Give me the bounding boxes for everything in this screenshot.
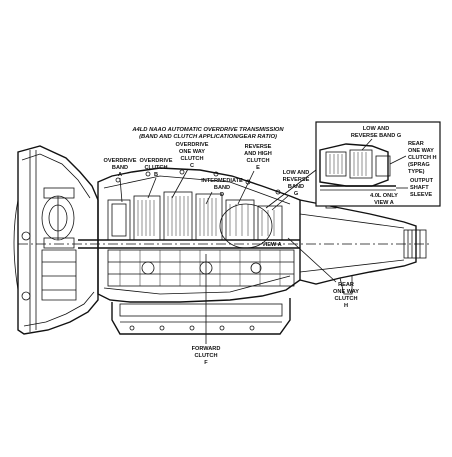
diagram-subtitle: (BAND AND CLUTCH APPLICATION/GEAR RATIO) — [139, 134, 277, 140]
svg-text:SLEEVE: SLEEVE — [410, 192, 432, 198]
svg-text:REVERSE: REVERSE — [283, 177, 310, 183]
view-a-inset: LOW AND REVERSE BAND G REAR ONE WAY CLUT… — [315, 121, 441, 207]
view-a-callout: VIEW A — [219, 169, 317, 249]
svg-text:SHAFT: SHAFT — [410, 185, 429, 191]
svg-text:C: C — [190, 163, 194, 169]
svg-text:F: F — [204, 360, 208, 366]
label-intermediate-band: INTERMEDIATE BAND D — [201, 178, 243, 205]
bell-housing — [13, 145, 99, 335]
label-overdrive-clutch: OVERDRIVE CLUTCH B — [140, 158, 173, 199]
diagram-title: A4LD NAAO AUTOMATIC OVERDRIVE TRANSMISSI… — [131, 127, 284, 133]
label-low-reverse-band: LOW AND REVERSE BAND G — [271, 170, 310, 211]
label-reverse-high-clutch: REVERSE AND HIGH CLUTCH E — [237, 144, 272, 205]
svg-text:TYPE): TYPE) — [408, 169, 425, 175]
svg-text:BAND: BAND — [214, 185, 230, 191]
svg-text:D: D — [220, 192, 224, 198]
svg-text:CLUTCH H: CLUTCH H — [408, 155, 437, 161]
svg-text:CLUTCH: CLUTCH — [195, 353, 218, 359]
svg-text:E: E — [256, 165, 260, 171]
svg-text:OVERDRIVE: OVERDRIVE — [176, 142, 209, 148]
inset-label-low-reverse-band-2: REVERSE BAND G — [351, 133, 401, 139]
svg-text:G: G — [294, 191, 298, 197]
svg-text:AND HIGH: AND HIGH — [244, 151, 272, 157]
svg-text:REAR: REAR — [338, 282, 354, 288]
label-overdrive-band: OVERDRIVE BAND A — [104, 158, 137, 203]
svg-text:A: A — [118, 172, 122, 178]
inset-caption: VIEW A — [374, 200, 394, 206]
extension-housing — [299, 195, 427, 295]
svg-text:VIEW A: VIEW A — [262, 242, 282, 248]
svg-text:H: H — [344, 303, 348, 309]
svg-text:INTERMEDIATE: INTERMEDIATE — [201, 178, 243, 184]
svg-text:FORWARD: FORWARD — [192, 346, 221, 352]
label-overdrive-one-way-clutch: OVERDRIVE ONE WAY CLUTCH C — [171, 142, 209, 199]
label-forward-clutch: FORWARD CLUTCH F — [192, 254, 221, 366]
svg-text:CLUTCH: CLUTCH — [181, 156, 204, 162]
svg-text:CLUTCH: CLUTCH — [335, 296, 358, 302]
inset-only-note: 4.0L ONLY — [370, 193, 398, 199]
svg-text:ONE WAY: ONE WAY — [408, 148, 434, 154]
svg-text:REVERSE: REVERSE — [245, 144, 272, 150]
main-case — [97, 167, 301, 303]
inset-label-low-reverse-band-1: LOW AND — [363, 126, 390, 132]
svg-text:(SPRAG: (SPRAG — [408, 162, 430, 168]
svg-text:B: B — [154, 172, 158, 178]
svg-text:BAND: BAND — [288, 184, 304, 190]
svg-text:LOW AND: LOW AND — [283, 170, 310, 176]
svg-text:BAND: BAND — [112, 165, 128, 171]
svg-text:ONE WAY: ONE WAY — [333, 289, 359, 295]
svg-text:REAR: REAR — [408, 141, 424, 147]
oil-pan — [111, 298, 291, 335]
svg-text:OVERDRIVE: OVERDRIVE — [140, 158, 173, 164]
svg-text:ONE WAY: ONE WAY — [179, 149, 205, 155]
label-rear-one-way-clutch: REAR ONE WAY CLUTCH H — [287, 237, 359, 309]
svg-text:OVERDRIVE: OVERDRIVE — [104, 158, 137, 164]
svg-text:CLUTCH: CLUTCH — [145, 165, 168, 171]
svg-text:CLUTCH: CLUTCH — [247, 158, 270, 164]
svg-text:OUTPUT: OUTPUT — [410, 178, 434, 184]
